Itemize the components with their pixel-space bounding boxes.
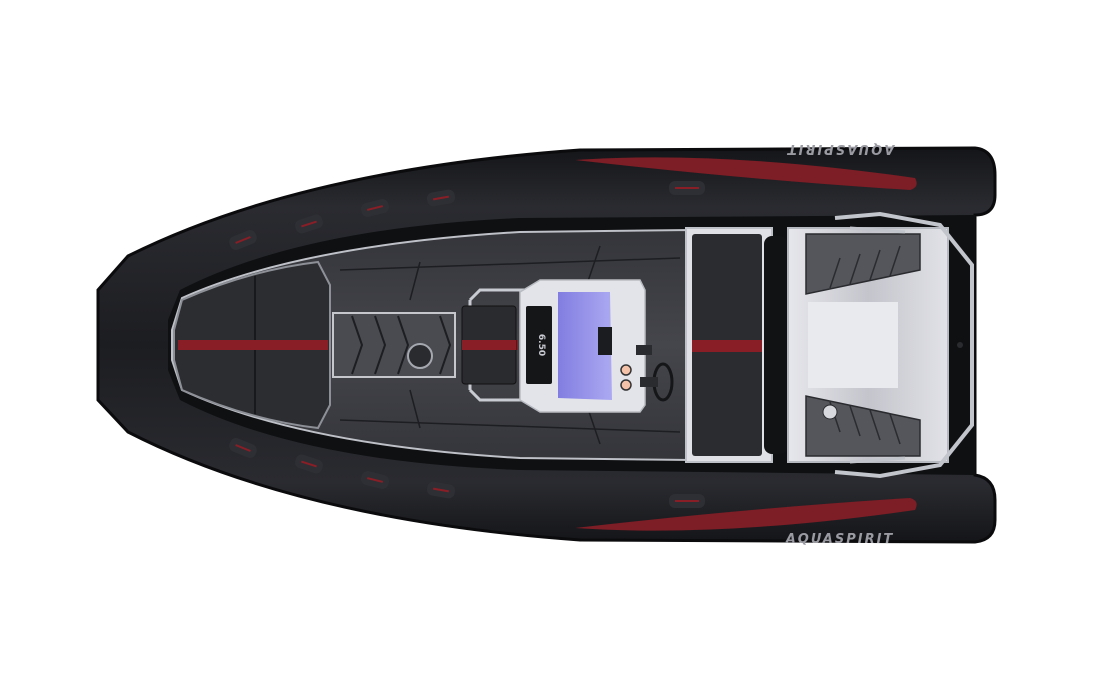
gauge-2 xyxy=(620,379,632,391)
display-unit xyxy=(598,327,612,355)
deck-hatch xyxy=(407,343,433,369)
brand-label-bottom: AQUASPIRIT xyxy=(785,532,895,547)
windshield xyxy=(558,292,612,400)
stern-platform xyxy=(787,227,963,463)
stern-drain xyxy=(957,342,963,348)
tube-accent-stripes xyxy=(575,157,917,531)
brand-label-top: AQUASPIRIT xyxy=(786,141,896,156)
gauge-1 xyxy=(620,364,632,376)
grab-handles-starboard xyxy=(229,438,705,508)
transom-rail xyxy=(834,211,974,479)
throttle xyxy=(636,345,652,355)
grab-handles-port xyxy=(229,181,705,250)
console-model-label: 6.50 xyxy=(536,334,546,356)
rear-bench-seat xyxy=(685,227,788,463)
center-console: 6.50 xyxy=(519,279,674,413)
